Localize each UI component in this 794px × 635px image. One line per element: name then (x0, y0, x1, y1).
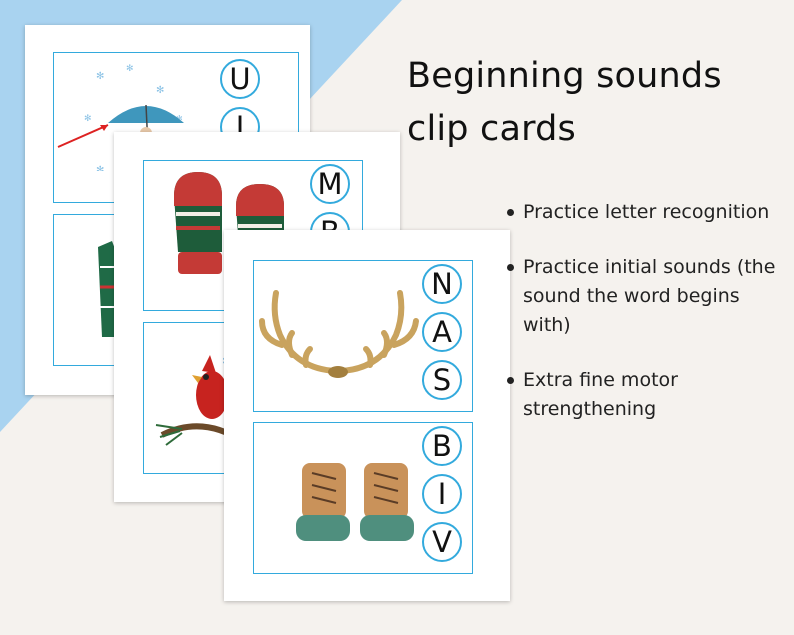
page-title: Beginning sounds clip cards (407, 56, 722, 149)
list-item: Practice initial sounds (the sound the w… (503, 253, 783, 340)
feature-list: Practice letter recognition Practice ini… (503, 198, 783, 450)
clip-card-sheet-front: N A S B I V (224, 230, 510, 601)
letter-circle-s[interactable]: S (422, 360, 462, 400)
svg-text:✻: ✻ (84, 114, 92, 124)
svg-text:✻: ✻ (96, 71, 104, 82)
boots-illustration (296, 463, 414, 541)
letter-circle-n[interactable]: N (422, 264, 462, 304)
svg-text:✻: ✻ (176, 114, 183, 123)
letter-circle-b[interactable]: B (422, 426, 462, 466)
bullet-icon (507, 377, 514, 384)
svg-text:✻: ✻ (156, 85, 164, 96)
bullet-icon (507, 264, 514, 271)
letter-circle-v[interactable]: V (422, 522, 462, 562)
list-item: Extra fine motor strengthening (503, 366, 783, 424)
letter-circle-m[interactable]: M (310, 164, 350, 204)
letter-circle-i[interactable]: I (422, 474, 462, 514)
list-item-text: Practice initial sounds (the sound the w… (523, 256, 776, 336)
list-item-text: Extra fine motor strengthening (523, 369, 678, 420)
antlers-illustration (259, 290, 419, 378)
letter-circle-a[interactable]: A (422, 312, 462, 352)
letter-circle-u[interactable]: U (220, 59, 260, 99)
svg-text:✻: ✻ (96, 165, 104, 171)
sweater-illustration (98, 241, 118, 337)
svg-text:✻: ✻ (126, 64, 134, 74)
list-item: Practice letter recognition (503, 198, 783, 227)
bullet-icon (507, 209, 514, 216)
list-item-text: Practice letter recognition (523, 201, 770, 223)
